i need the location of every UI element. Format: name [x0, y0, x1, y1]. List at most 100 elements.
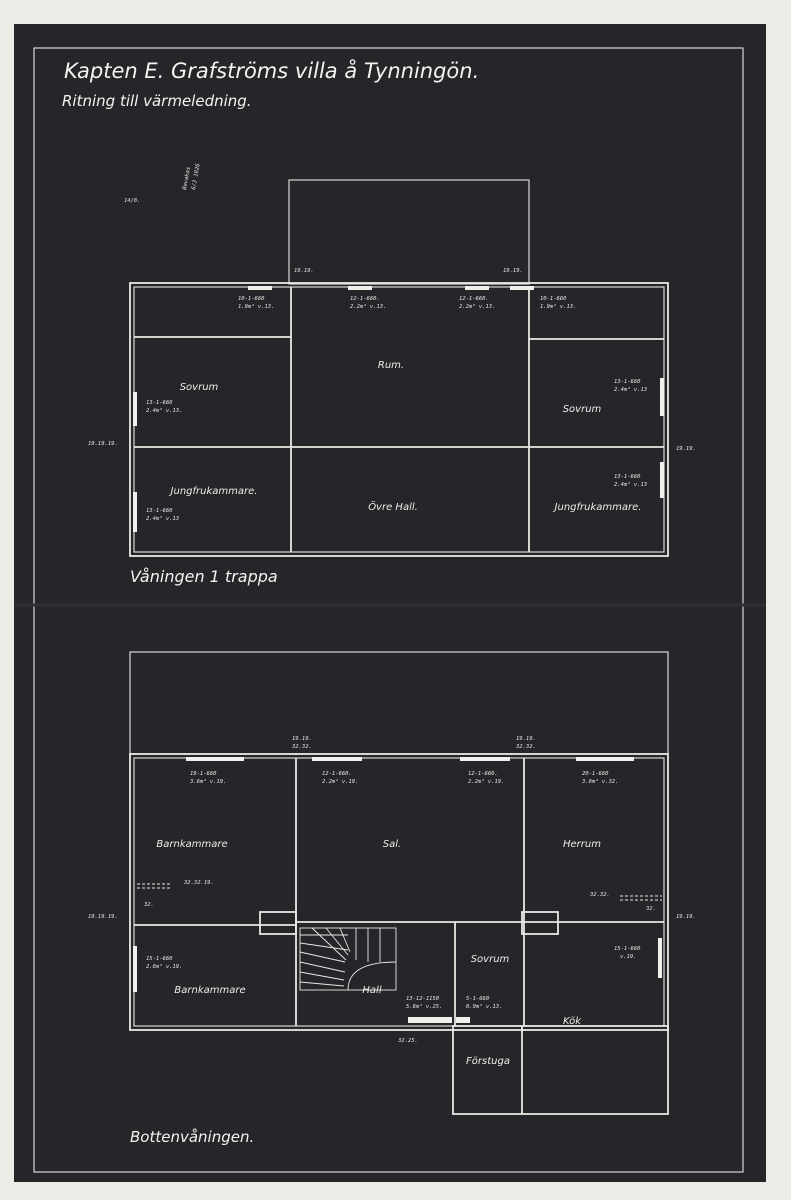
radiator-note: v.19.: [620, 954, 637, 960]
radiator: [510, 286, 534, 290]
pipe-mark: 32.32.: [589, 892, 610, 898]
pipe-mark: 19.19.: [294, 268, 314, 274]
radiator: [133, 392, 137, 426]
pipe-mark: 32.32.: [515, 744, 536, 750]
pipe-mark: 19.19.: [292, 736, 312, 742]
upper-floor-plan: Rum. Sovrum Sovrum Jungfrukammare. Jungf…: [88, 179, 696, 557]
chimney: [259, 911, 297, 935]
radiator-note: 13-12-1150: [406, 996, 440, 1002]
radiator: [348, 286, 372, 290]
room-barnkammare-bottom: Barnkammare: [174, 985, 245, 996]
radiator-note: 13-1-660: [614, 474, 641, 480]
radiator-note: 20-1-660: [582, 771, 609, 777]
radiator-note: 12-1-660.: [459, 296, 489, 302]
stair-step: [299, 951, 346, 963]
print-area: [14, 24, 766, 1182]
stair-step: [299, 971, 345, 981]
radiator-note: 1.9m² v.13.: [540, 303, 576, 310]
pipe-mark: 19.19.: [676, 446, 696, 452]
radiator-note: 12-1-660.: [350, 296, 380, 302]
ground-outer-wall: [129, 753, 669, 1031]
radiator: [658, 938, 662, 978]
upper-outer-wall: [129, 282, 669, 557]
radiator: [133, 946, 137, 992]
stair-step: [299, 942, 349, 951]
stair-step: [325, 927, 349, 956]
radiator-note: 12-1-660.: [322, 771, 352, 777]
upper-floor-caption: Våningen 1 trappa: [130, 567, 278, 586]
radiator-note: 5.6m² v.25.: [406, 1003, 442, 1010]
radiator-note: 2.2m² v.19.: [322, 778, 358, 785]
stair-step: [311, 927, 347, 961]
room-hall: Hall: [362, 985, 381, 996]
radiator-note: 13-1-660: [614, 379, 641, 385]
radiator-note: 2.4m² v.13: [146, 515, 179, 522]
stamp-a: Bevakas: [182, 166, 192, 190]
radiator: [460, 757, 510, 761]
radiator-note: 12-1-660.: [468, 771, 498, 777]
radiator-note: 2.4m² v.13: [614, 481, 647, 488]
pipe-mark: 19.19.: [676, 914, 696, 920]
title-line2: Ritning till värmeledning.: [62, 92, 252, 110]
radiator-note: 10-1-660: [238, 296, 265, 302]
stair-step: [339, 927, 351, 953]
pipe-mark: 19.19.19.: [88, 914, 118, 920]
pipe-mark: 32.25.: [397, 1038, 418, 1044]
ground-floor-plan: Barnkammare Sal. Herrum Barnkammare Hall…: [88, 651, 696, 1115]
room-sal: Sal.: [383, 839, 401, 850]
radiator: [660, 462, 664, 498]
stair-step: [299, 961, 346, 973]
radiator-note: 1.9m² v.13.: [238, 303, 274, 310]
radiator: [576, 757, 634, 761]
radiator-note: 2.2m² v.13.: [350, 303, 386, 310]
pipe-mark: 32.: [143, 902, 154, 908]
radiator: [456, 1017, 470, 1023]
radiator: [408, 1017, 452, 1023]
room-farstuga: Förstuga: [466, 1056, 510, 1067]
room-sovrum-left: Sovrum: [180, 382, 219, 393]
room-ovre-hall: Övre Hall.: [368, 500, 418, 513]
radiator: [660, 378, 664, 416]
pipe-mark: 19.19.19.: [88, 441, 118, 447]
pipe-mark: 32.: [645, 906, 656, 912]
pipe-mark: 32.32.19.: [183, 880, 214, 886]
room-jungfru-right: Jungfrukammare.: [553, 502, 642, 513]
chimney: [521, 911, 559, 935]
radiator-note: 15-1-660: [146, 956, 173, 962]
room-rum: Rum.: [378, 360, 404, 371]
room-sovrum: Sovrum: [471, 954, 510, 965]
room-sovrum-right: Sovrum: [563, 404, 602, 415]
radiator-note: 13-1-660: [146, 400, 173, 406]
radiator: [465, 286, 489, 290]
radiator-note: 2.4m² v.13.: [146, 407, 182, 414]
radiator-note: 0.9m² v.13.: [466, 1003, 502, 1010]
radiator-note: 2.4m² v.13: [614, 386, 647, 393]
pipe-mark: 19.19.: [516, 736, 536, 742]
room-herrum: Herrum: [563, 839, 601, 850]
room-kok: Kök: [563, 1016, 582, 1027]
radiator-note: 19-1-660: [190, 771, 217, 777]
upper-roof-extension: [288, 179, 530, 285]
radiator-note: 10-1-660: [540, 296, 567, 302]
radiator-note: 13-1-660: [146, 508, 173, 514]
stamp-b: 6/3 1926: [191, 163, 202, 191]
stair-step: [299, 981, 345, 987]
radiator-note: 3.8m² v.32.: [581, 778, 618, 785]
drawing-border: [33, 47, 744, 1173]
radiator-note: 3.6m² v.19.: [189, 778, 226, 785]
stair-curve: [347, 961, 397, 991]
title-line1: Kapten E. Grafströms villa å Tynningön.: [64, 58, 479, 83]
pipe-mark: 32.32.: [291, 744, 312, 750]
radiator: [312, 757, 362, 761]
radiator: [248, 286, 272, 290]
sheet-code: 14/8.: [124, 198, 141, 204]
ground-inner-wall: [133, 757, 665, 1027]
radiator-note: 2.2m² v.13.: [459, 303, 495, 310]
staircase: [299, 927, 397, 991]
room-jungfru-left: Jungfrukammare.: [169, 486, 258, 497]
radiator-note: 5-1-660: [466, 996, 490, 1002]
radiator-note: 15-1-660: [614, 946, 641, 952]
ground-floor-caption: Bottenvåningen.: [130, 1128, 254, 1146]
radiator-note: 2.2m² v.19.: [468, 778, 504, 785]
